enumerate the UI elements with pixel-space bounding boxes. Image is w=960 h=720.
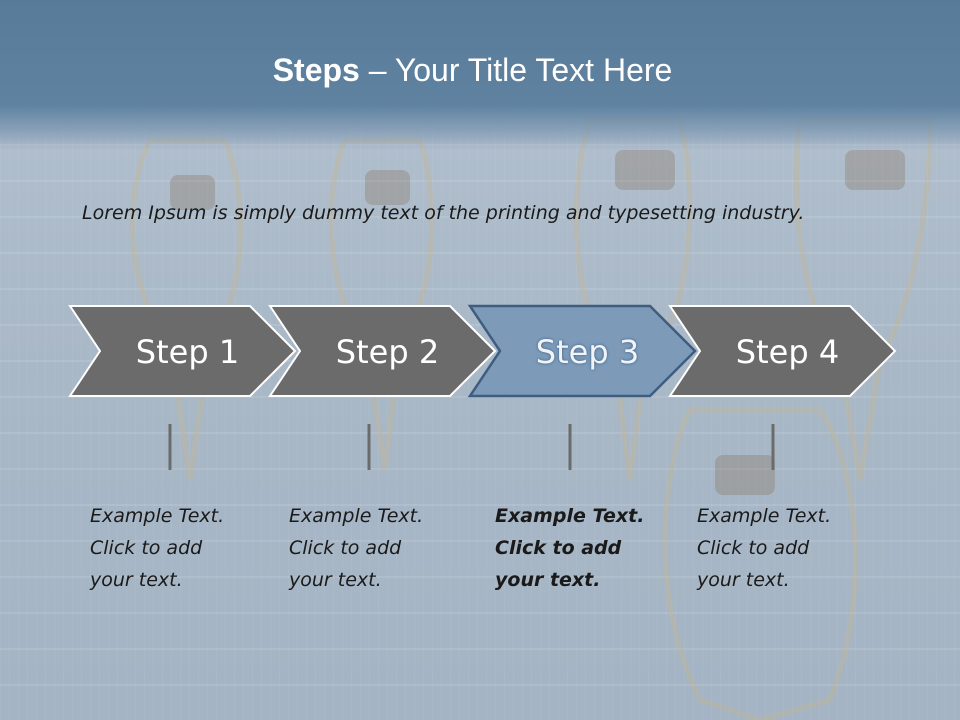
step-4-arrow[interactable] [668,305,897,397]
step-text-line: Example Text. [289,505,424,527]
step-2-text[interactable]: Example Text. Click to add your text. [289,500,469,596]
step-4-label: Step 4 [736,333,839,371]
step-4-text[interactable]: Example Text. Click to add your text. [697,500,877,596]
step-text-line: Click to add [495,537,622,559]
step-text-line: Example Text. [697,505,832,527]
slide-title[interactable]: Steps – Your Title Text Here [0,52,945,89]
step-text-line: Click to add [289,537,402,559]
step-1-arrow[interactable] [68,305,297,397]
step-3-text[interactable]: Example Text. Click to add your text. [495,500,675,596]
step-1-label: Step 1 [136,333,239,371]
step-3-label: Step 3 [536,333,639,371]
step-text-line: your text. [495,569,601,591]
step-text-line: Example Text. [495,505,645,527]
title-rest-text: – Your Title Text Here [359,52,673,88]
step-3-arrow[interactable] [467,304,697,398]
title-bold-text: Steps [272,52,360,88]
step-text-line: your text. [90,569,183,591]
step-text-line: Click to add [90,537,203,559]
step-2-label: Step 2 [336,333,439,371]
intro-paragraph[interactable]: Lorem Ipsum is simply dummy text of the … [82,202,805,224]
step-1-text[interactable]: Example Text. Click to add your text. [90,500,270,596]
title-band [0,0,960,150]
step-text-line: Click to add [697,537,810,559]
step-2-arrow[interactable] [268,305,497,397]
step-text-line: Example Text. [90,505,225,527]
step-text-line: your text. [289,569,382,591]
step-text-line: your text. [697,569,790,591]
